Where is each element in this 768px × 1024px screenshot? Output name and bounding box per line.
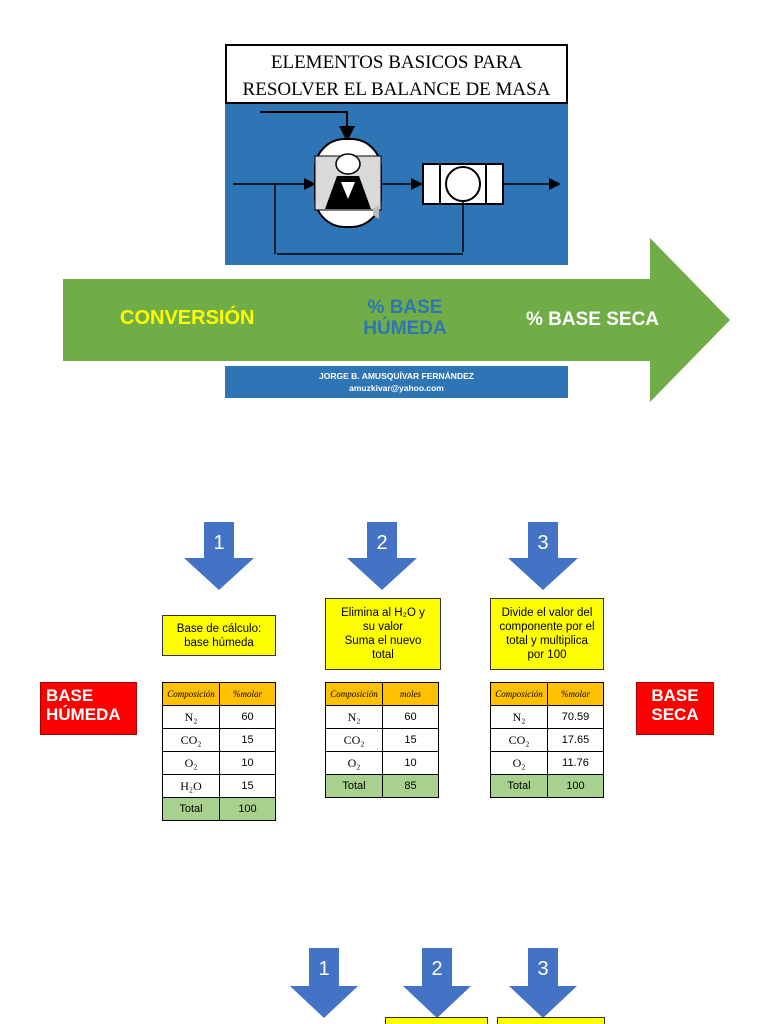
arrow-label-base-seca: % BASE SECA bbox=[526, 309, 660, 330]
step-3-arrow: 3 bbox=[508, 522, 578, 590]
table-header: Composición %molar bbox=[162, 682, 276, 706]
author-name: JORGE B. AMUSQUÍVAR FERNÁNDEZ bbox=[319, 371, 474, 381]
cell: 70.59 bbox=[547, 705, 604, 729]
header-cell: %molar bbox=[219, 682, 276, 706]
note-line: Divide el valor del bbox=[501, 607, 593, 619]
cell: Total bbox=[325, 774, 383, 798]
slide3-step-3-number: 3 bbox=[537, 958, 549, 980]
note-line: Base de cálculo: bbox=[176, 622, 262, 635]
note-line: Elimina al H₂O y bbox=[341, 607, 425, 619]
cell: O₂ bbox=[325, 751, 383, 775]
title-line-2: RESOLVER EL BALANCE DE MASA bbox=[242, 79, 551, 100]
slide3-note-3 bbox=[497, 1017, 605, 1024]
author-banner: JORGE B. AMUSQUÍVAR FERNÁNDEZ amuzkivar@… bbox=[225, 366, 568, 398]
header-cell: %molar bbox=[547, 682, 604, 706]
step-1-number: 1 bbox=[213, 532, 225, 554]
label-line: HÚMEDA bbox=[46, 705, 121, 724]
step-2-number: 2 bbox=[376, 532, 388, 554]
slide3-step-1-arrow: 1 bbox=[290, 948, 358, 1018]
base-humeda-label: BASE HÚMEDA bbox=[40, 682, 137, 735]
cell: Total bbox=[490, 774, 548, 798]
cell: O₂ bbox=[162, 751, 220, 775]
cell: N₂ bbox=[162, 705, 220, 729]
cell: N₂ bbox=[325, 705, 383, 729]
cell: 60 bbox=[382, 705, 439, 729]
cell: 15 bbox=[219, 728, 276, 752]
note-line: Suma el nuevo bbox=[344, 635, 422, 647]
step-1-arrow: 1 bbox=[184, 522, 254, 590]
arrow-label-conversion: CONVERSIÓN bbox=[120, 307, 255, 329]
cell: 60 bbox=[219, 705, 276, 729]
process-diagram bbox=[225, 104, 568, 265]
slide3-step-2-number: 2 bbox=[431, 958, 443, 980]
note-line: componente por el bbox=[499, 621, 595, 633]
slide3-note-2 bbox=[385, 1017, 488, 1024]
slide3-step-1-number: 1 bbox=[318, 958, 330, 980]
cell: Total bbox=[162, 797, 220, 821]
note-line: su valor bbox=[362, 621, 404, 633]
step-1-note: Base de cálculo: base húmeda bbox=[162, 615, 276, 656]
cell: 100 bbox=[547, 774, 604, 798]
slide3-step-3-arrow: 3 bbox=[509, 948, 577, 1018]
header-cell: Composición bbox=[490, 682, 548, 706]
progression-arrow bbox=[63, 238, 730, 402]
author-email: amuzkivar@yahoo.com bbox=[349, 383, 444, 393]
cell: 100 bbox=[219, 797, 276, 821]
cell: 17.65 bbox=[547, 728, 604, 752]
header-cell: Composición bbox=[162, 682, 220, 706]
cell: H₂O bbox=[162, 774, 220, 798]
cell: 15 bbox=[382, 728, 439, 752]
note-line: por 100 bbox=[527, 649, 567, 661]
label-line: BASE bbox=[651, 686, 699, 705]
table-header: Composición moles bbox=[325, 682, 439, 706]
step-2-arrow: 2 bbox=[347, 522, 417, 590]
step-2-note: Elimina al H₂O y su valor Suma el nuevo … bbox=[325, 598, 441, 670]
arrow-label-base-humeda: % BASE HÚMEDA bbox=[363, 297, 447, 339]
slide-title: ELEMENTOS BASICOS PARA RESOLVER EL BALAN… bbox=[225, 44, 568, 104]
cell: 11.76 bbox=[547, 751, 604, 775]
step-3-note: Divide el valor del componente por el to… bbox=[490, 598, 604, 670]
cell: O₂ bbox=[490, 751, 548, 775]
cell: 15 bbox=[219, 774, 276, 798]
label-line: BASE bbox=[46, 686, 94, 705]
note-line: total y multiplica bbox=[506, 635, 588, 647]
slide3-step-2-arrow: 2 bbox=[403, 948, 471, 1018]
table-header: Composición %molar bbox=[490, 682, 604, 706]
header-cell: Composición bbox=[325, 682, 383, 706]
header-cell: moles bbox=[382, 682, 439, 706]
cell: CO₂ bbox=[325, 728, 383, 752]
label-line: SECA bbox=[651, 705, 699, 724]
note-line: total bbox=[372, 649, 394, 661]
cell: 10 bbox=[382, 751, 439, 775]
cell: CO₂ bbox=[162, 728, 220, 752]
cell: 85 bbox=[382, 774, 439, 798]
base-seca-label: BASE SECA bbox=[636, 682, 714, 735]
step-3-number: 3 bbox=[537, 532, 549, 554]
cell: N₂ bbox=[490, 705, 548, 729]
note-line: base húmeda bbox=[184, 636, 254, 649]
cell: CO₂ bbox=[490, 728, 548, 752]
cell: 10 bbox=[219, 751, 276, 775]
title-line-1: ELEMENTOS BASICOS PARA bbox=[270, 52, 523, 73]
